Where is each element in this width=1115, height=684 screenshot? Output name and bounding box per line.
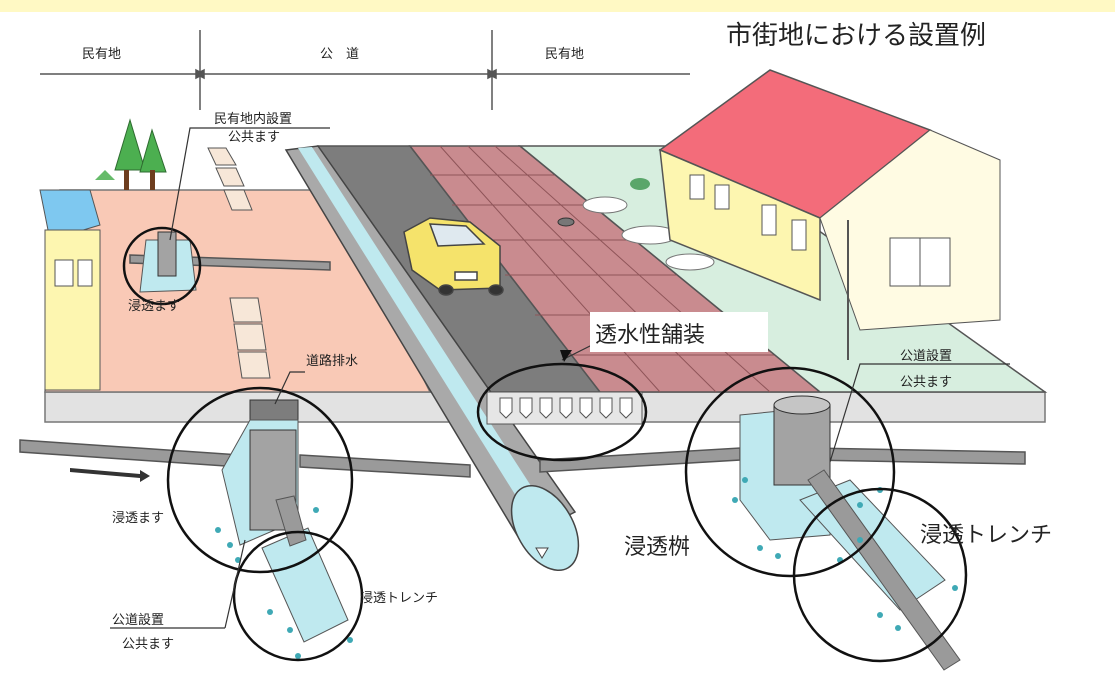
left-house bbox=[39, 189, 101, 391]
gravel-strip bbox=[582, 196, 715, 271]
private-inlet-label-line1: 民有地内設置 bbox=[214, 111, 292, 127]
walkway-stones bbox=[207, 147, 271, 379]
right-basin-label: 浸透桝 bbox=[624, 535, 690, 560]
left-trench-label: 浸透トレンチ bbox=[360, 591, 438, 606]
right-house bbox=[658, 69, 1001, 360]
zone-label-private-left: 民有地 bbox=[82, 47, 121, 62]
manhole-icon bbox=[557, 217, 575, 227]
car-icon bbox=[403, 217, 504, 296]
top-band bbox=[0, 0, 1115, 12]
public-inlet-left-label-line2: 公共ます bbox=[122, 637, 174, 652]
zone-label-private-right: 民有地 bbox=[545, 47, 584, 62]
public-inlet-right-label-line2: 公共ます bbox=[900, 375, 952, 390]
left-infiltration-trench bbox=[261, 495, 349, 643]
private-inlet-label-line2: 公共ます bbox=[228, 130, 280, 145]
permeable-pavement-label: 透水性舗装 bbox=[595, 323, 705, 348]
private-infiltration-basin bbox=[139, 231, 197, 293]
flow-arrow-icon bbox=[70, 468, 150, 482]
road-drainage-label: 道路排水 bbox=[306, 353, 358, 369]
permeable-pavement-section bbox=[486, 391, 643, 425]
right-infiltration-trench bbox=[799, 469, 961, 671]
private-basin-label: 浸透ます bbox=[128, 299, 180, 314]
tree-icon bbox=[95, 118, 167, 190]
zone-header bbox=[40, 30, 690, 110]
public-inlet-left-label-line1: 公道設置 bbox=[112, 612, 164, 628]
public-inlet-right-label-line1: 公道設置 bbox=[900, 348, 952, 364]
left-basin-label: 浸透ます bbox=[112, 511, 164, 526]
highlight-circles bbox=[122, 226, 968, 663]
zone-label-public-road: 公 道 bbox=[320, 47, 359, 62]
water-drops bbox=[215, 477, 958, 659]
pavement-pointer-icon bbox=[560, 350, 572, 362]
permeable-pavement-label-bg bbox=[590, 312, 768, 352]
right-trench-label: 浸透トレンチ bbox=[920, 523, 1052, 548]
shrub-icon bbox=[630, 178, 650, 190]
road-drain-pipe bbox=[284, 145, 580, 571]
diagram-title: 市街地における設置例 bbox=[726, 21, 986, 51]
